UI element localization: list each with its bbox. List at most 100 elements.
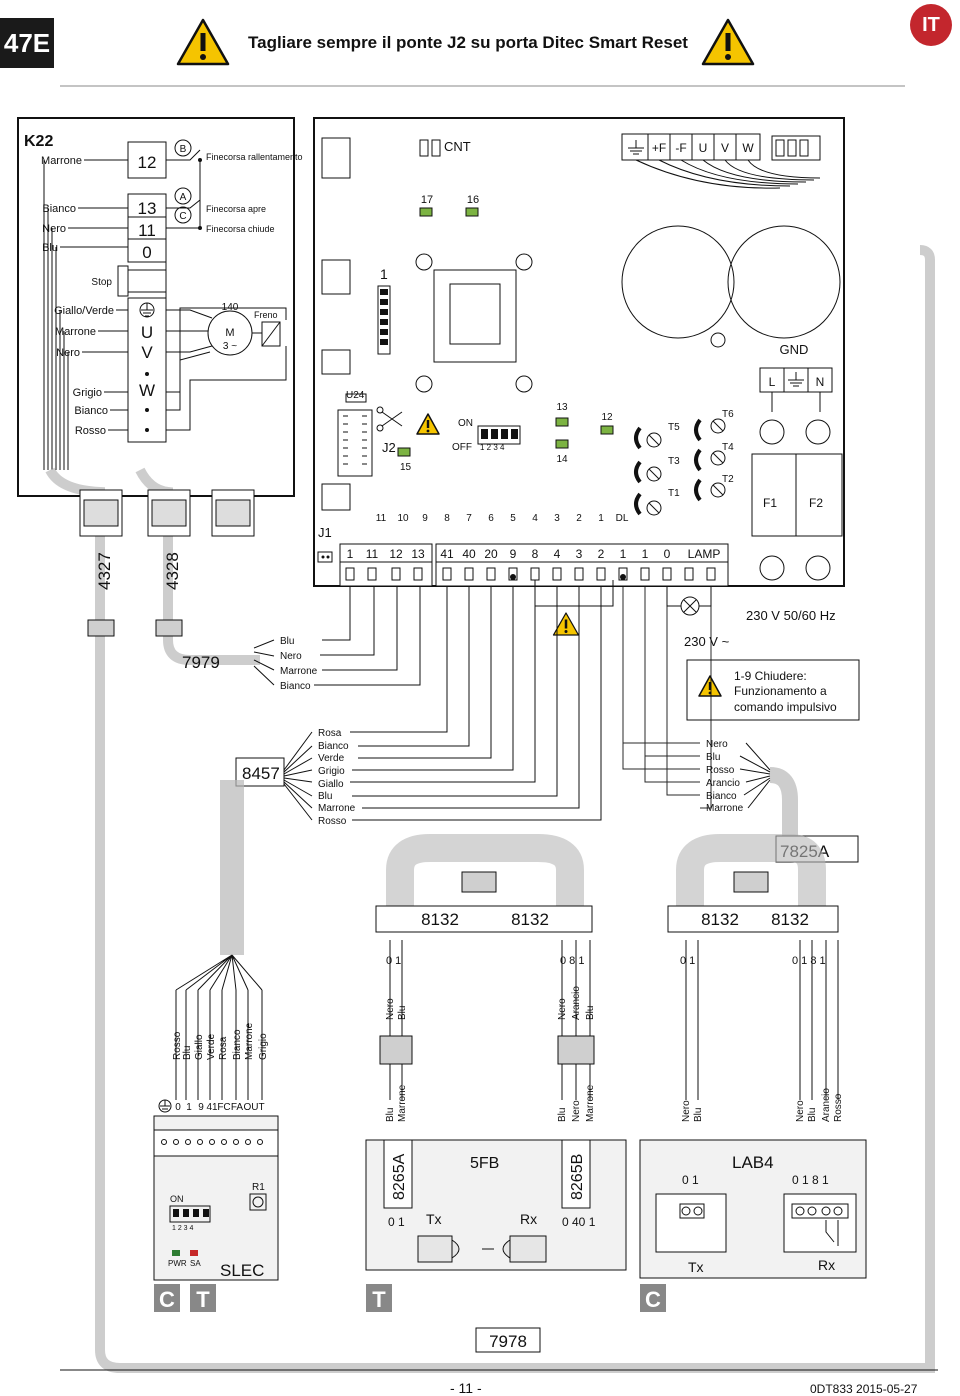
cable-code: 4328 <box>163 552 182 590</box>
cable-7825a: Nero Blu Rosso Arancio Bianco Marrone 78… <box>622 586 859 863</box>
svg-text:R1: R1 <box>252 1182 265 1193</box>
svg-text:T6: T6 <box>722 409 734 420</box>
language-badge: IT <box>910 4 952 46</box>
wire-label: Rosso <box>75 425 106 437</box>
cable-7979: 7979 Blu Nero Marrone Bianco <box>182 580 421 692</box>
warning-triangle-icon <box>416 413 440 435</box>
page-title: Tagliare sempre il ponte J2 su porta Dit… <box>248 33 688 52</box>
svg-text:N: N <box>816 375 825 389</box>
terminal-label: 11 <box>138 221 156 240</box>
svg-text:Verde: Verde <box>206 1033 217 1060</box>
svg-text:6: 6 <box>488 513 494 524</box>
svg-text:ON: ON <box>458 418 473 429</box>
svg-text:Marrone: Marrone <box>318 803 356 814</box>
svg-text:SA: SA <box>190 1259 201 1268</box>
document-code: 0DT833 2015-05-27 <box>810 1382 918 1396</box>
svg-text:5: 5 <box>510 513 516 524</box>
svg-text:U: U <box>699 141 708 155</box>
svg-text:Arancio: Arancio <box>821 1088 832 1122</box>
svg-text:Rx: Rx <box>520 1211 537 1227</box>
svg-text:T: T <box>372 1287 386 1312</box>
svg-text:2: 2 <box>598 547 605 561</box>
mains-voltage: 230 V 50/60 Hz <box>746 608 836 623</box>
svg-text:Rosso: Rosso <box>172 1031 183 1060</box>
svg-text:Rosso: Rosso <box>833 1093 844 1122</box>
svg-text:Bianco: Bianco <box>232 1029 243 1060</box>
slec-title: SLEC <box>220 1261 264 1280</box>
wire-label: Bianco <box>42 203 76 215</box>
slec-cable: Rosso Blu Giallo Verde Rosa Bianco Marro… <box>172 954 269 1100</box>
svg-text:0 1: 0 1 <box>388 1215 405 1229</box>
svg-text:DL: DL <box>616 513 629 524</box>
svg-text:Bianco: Bianco <box>280 681 311 692</box>
brake-label: Freno <box>254 310 278 320</box>
wire-label: Marrone <box>55 326 96 338</box>
svg-text:0 1: 0 1 <box>680 955 695 967</box>
led-icon <box>465 207 479 217</box>
svg-text:B: B <box>180 144 187 155</box>
svg-text:PWR: PWR <box>168 1259 187 1268</box>
photocell-title: LAB4 <box>732 1153 774 1172</box>
wire-label: Nero <box>42 223 66 235</box>
svg-text:Marrone: Marrone <box>244 1022 255 1060</box>
svg-text:C: C <box>645 1287 661 1312</box>
svg-text:LAMP: LAMP <box>688 547 721 561</box>
svg-text:Marrone: Marrone <box>706 803 744 814</box>
note-box: 1-9 Chiudere: Funzionamento a comando im… <box>686 659 860 721</box>
svg-text:1: 1 <box>598 513 604 524</box>
wire-label: Grigio <box>73 387 102 399</box>
svg-text:Grigio: Grigio <box>258 1033 269 1060</box>
svg-text:Blu: Blu <box>693 1108 704 1122</box>
svg-text:Rx: Rx <box>818 1257 835 1273</box>
svg-text:J2: J2 <box>382 440 396 455</box>
motor-box-title: K22 <box>24 133 53 150</box>
svg-text:3: 3 <box>576 547 583 561</box>
svg-text:F2: F2 <box>809 496 823 510</box>
svg-text:8132: 8132 <box>511 910 549 929</box>
page-number: - 11 - <box>450 1380 482 1396</box>
svg-text:13: 13 <box>556 402 568 413</box>
splitter-8132-left: 8132 8132 <box>375 834 593 933</box>
svg-text:15: 15 <box>400 462 412 473</box>
svg-text:T1: T1 <box>668 488 680 499</box>
svg-text:Arancio: Arancio <box>571 986 582 1020</box>
svg-text:Blu: Blu <box>585 1006 596 1020</box>
wire-label: Bianco <box>74 405 108 417</box>
svg-text:11: 11 <box>366 547 379 561</box>
svg-text:Blu: Blu <box>397 1006 408 1020</box>
svg-text:1-9 Chiudere:: 1-9 Chiudere: <box>734 669 807 683</box>
svg-text:41: 41 <box>440 547 454 561</box>
svg-text:8265B: 8265B <box>569 1154 586 1200</box>
ground-icon <box>139 302 155 318</box>
svg-text:9: 9 <box>510 547 517 561</box>
svg-text:1: 1 <box>620 547 627 561</box>
svg-text:1: 1 <box>186 1102 192 1113</box>
svg-text:J1: J1 <box>318 525 332 540</box>
ground-icon <box>788 372 804 387</box>
svg-text:Rosso: Rosso <box>706 765 735 776</box>
svg-text:T4: T4 <box>722 442 734 453</box>
svg-text:1 2 3 4: 1 2 3 4 <box>172 1225 194 1232</box>
fuse-holder: F1 F2 <box>751 419 843 581</box>
svg-text:14: 14 <box>556 454 568 465</box>
svg-text:F1: F1 <box>763 496 777 510</box>
svg-text:1: 1 <box>642 547 649 561</box>
badge-t <box>366 1284 392 1312</box>
terminal-label: 12 <box>138 153 157 172</box>
svg-text:Tx: Tx <box>688 1259 704 1275</box>
scissors-icon <box>376 406 403 432</box>
stop-label: Stop <box>91 277 112 288</box>
badge-t <box>190 1284 216 1312</box>
led-icon <box>419 207 433 217</box>
control-board: CNT +F -F U V W 17 16 1 <box>313 117 845 607</box>
svg-text:FA: FA <box>231 1102 244 1113</box>
svg-text:8132: 8132 <box>701 910 739 929</box>
svg-text:T: T <box>196 1287 210 1312</box>
svg-text:L: L <box>769 375 776 389</box>
photocell-lab4: 0 1 0 1 8 1 Nero Blu Nero Blu Arancio Ro… <box>639 940 867 1279</box>
badge-c <box>154 1284 180 1312</box>
svg-text:Bianco: Bianco <box>318 741 349 752</box>
svg-text:1 2 3 4: 1 2 3 4 <box>480 443 505 452</box>
svg-text:FC: FC <box>217 1102 230 1113</box>
